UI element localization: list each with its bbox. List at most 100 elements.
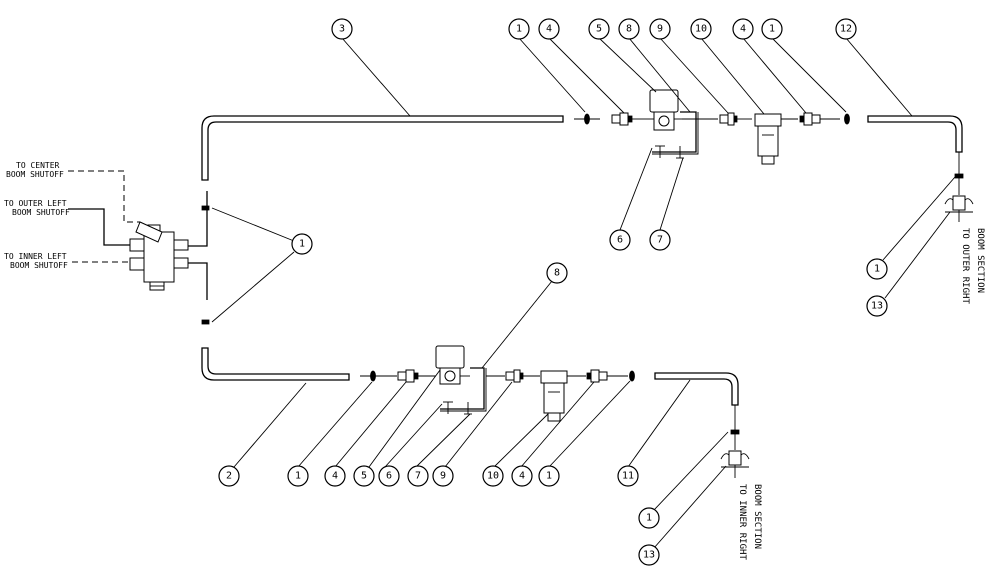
manifold-valve — [129, 191, 208, 300]
left-feed-lines: TO CENTER BOOM SHUTOFF TO OUTER LEFT BOO… — [4, 161, 140, 270]
callout-1: 1 — [287, 465, 309, 487]
label-to-center-2: BOOM SHUTOFF — [6, 170, 64, 179]
svg-text:7: 7 — [657, 235, 663, 246]
svg-text:4: 4 — [332, 471, 338, 482]
callout-8: 8 — [546, 262, 568, 284]
label-outer-right-1: BOOM SECTION — [975, 228, 985, 293]
callout-2: 2 — [218, 465, 240, 487]
callouts: 3 1 4 5 8 9 10 4 1 12 6 7 1 1 13 8 2 1 4… — [218, 18, 888, 566]
leader-lines — [211, 37, 956, 549]
hose-12 — [867, 115, 963, 153]
fitting-4 — [397, 369, 419, 383]
outer-left-shutoff-line — [68, 208, 132, 246]
callout-4: 4 — [324, 465, 346, 487]
svg-text:1: 1 — [874, 264, 880, 275]
callout-7: 7 — [407, 465, 429, 487]
callout-5: 5 — [353, 465, 375, 487]
callout-8: 8 — [618, 18, 640, 40]
svg-text:6: 6 — [617, 235, 623, 246]
svg-text:9: 9 — [657, 24, 663, 35]
svg-text:13: 13 — [643, 550, 655, 561]
label-to-center-1: TO CENTER — [16, 161, 60, 170]
svg-text:1: 1 — [295, 471, 301, 482]
callout-9: 9 — [649, 18, 671, 40]
callout-9: 9 — [432, 465, 454, 487]
svg-text:8: 8 — [554, 268, 560, 279]
svg-text:6: 6 — [386, 471, 392, 482]
callout-6: 6 — [609, 229, 631, 251]
fitting-4 — [611, 112, 633, 126]
label-outer-right-2: TO OUTER RIGHT — [960, 228, 970, 304]
callout-1: 1 — [761, 18, 783, 40]
label-to-outer-left-2: BOOM SHUTOFF — [12, 208, 70, 217]
bracket-8 — [652, 111, 697, 153]
svg-text:8: 8 — [626, 24, 632, 35]
svg-text:1: 1 — [646, 513, 652, 524]
callout-1: 1 — [508, 18, 530, 40]
o-ring — [629, 370, 635, 382]
hose-3 — [201, 115, 564, 181]
o-ring — [201, 319, 210, 325]
label-inner-right-1: BOOM SECTION — [752, 484, 762, 549]
svg-text:2: 2 — [226, 471, 232, 482]
callout-7: 7 — [649, 229, 671, 251]
o-ring — [201, 205, 210, 211]
svg-text:7: 7 — [415, 471, 421, 482]
callout-4: 4 — [732, 18, 754, 40]
callout-4: 4 — [511, 465, 533, 487]
o-ring — [844, 113, 850, 125]
svg-text:4: 4 — [519, 471, 525, 482]
valve-5 — [435, 345, 470, 385]
svg-text:1: 1 — [769, 24, 775, 35]
callout-3: 3 — [331, 18, 353, 40]
strainer-10 — [754, 113, 782, 165]
svg-text:13: 13 — [871, 301, 883, 312]
svg-text:4: 4 — [740, 24, 746, 35]
fitting-9 — [505, 369, 524, 383]
svg-text:1: 1 — [299, 239, 305, 250]
tee-fitting-13 — [720, 450, 750, 478]
fitting-4 — [586, 369, 608, 383]
callout-10: 10 — [482, 465, 504, 487]
tee-fitting-13 — [944, 195, 974, 222]
bracket-8 — [440, 367, 485, 410]
hose-11 — [654, 372, 739, 406]
callout-5: 5 — [588, 18, 610, 40]
center-shutoff-line — [68, 170, 140, 223]
fitting-9 — [719, 112, 738, 126]
strainer-10 — [540, 370, 568, 422]
callout-6: 6 — [378, 465, 400, 487]
callout-1: 1 — [538, 465, 560, 487]
upper-branch — [201, 89, 974, 222]
svg-text:10: 10 — [487, 471, 499, 482]
label-to-outer-left-1: TO OUTER LEFT — [4, 199, 67, 208]
svg-text:10: 10 — [695, 24, 707, 35]
callout-11: 11 — [617, 465, 639, 487]
callout-4: 4 — [538, 18, 560, 40]
callout-1: 1 — [866, 258, 888, 280]
fitting-4 — [799, 112, 821, 126]
callout-13: 13 — [866, 295, 888, 317]
svg-text:12: 12 — [840, 24, 852, 35]
screw-6 — [655, 145, 665, 158]
svg-text:1: 1 — [516, 24, 522, 35]
svg-text:5: 5 — [596, 24, 602, 35]
label-to-inner-left-1: TO INNER LEFT — [4, 252, 67, 261]
nut-7 — [464, 402, 472, 415]
label-inner-right-2: TO INNER RIGHT — [737, 484, 747, 560]
lower-branch — [201, 319, 750, 478]
callout-1: 1 — [638, 507, 660, 529]
callout-1: 1 — [291, 233, 313, 255]
callout-10: 10 — [690, 18, 712, 40]
svg-text:4: 4 — [546, 24, 552, 35]
callout-12: 12 — [835, 18, 857, 40]
svg-text:9: 9 — [440, 471, 446, 482]
valve-5 — [648, 89, 682, 131]
svg-text:1: 1 — [546, 471, 552, 482]
screw-6 — [443, 401, 453, 414]
callout-13: 13 — [638, 544, 660, 566]
svg-text:11: 11 — [622, 471, 634, 482]
svg-text:3: 3 — [339, 24, 345, 35]
hose-2 — [201, 347, 350, 381]
